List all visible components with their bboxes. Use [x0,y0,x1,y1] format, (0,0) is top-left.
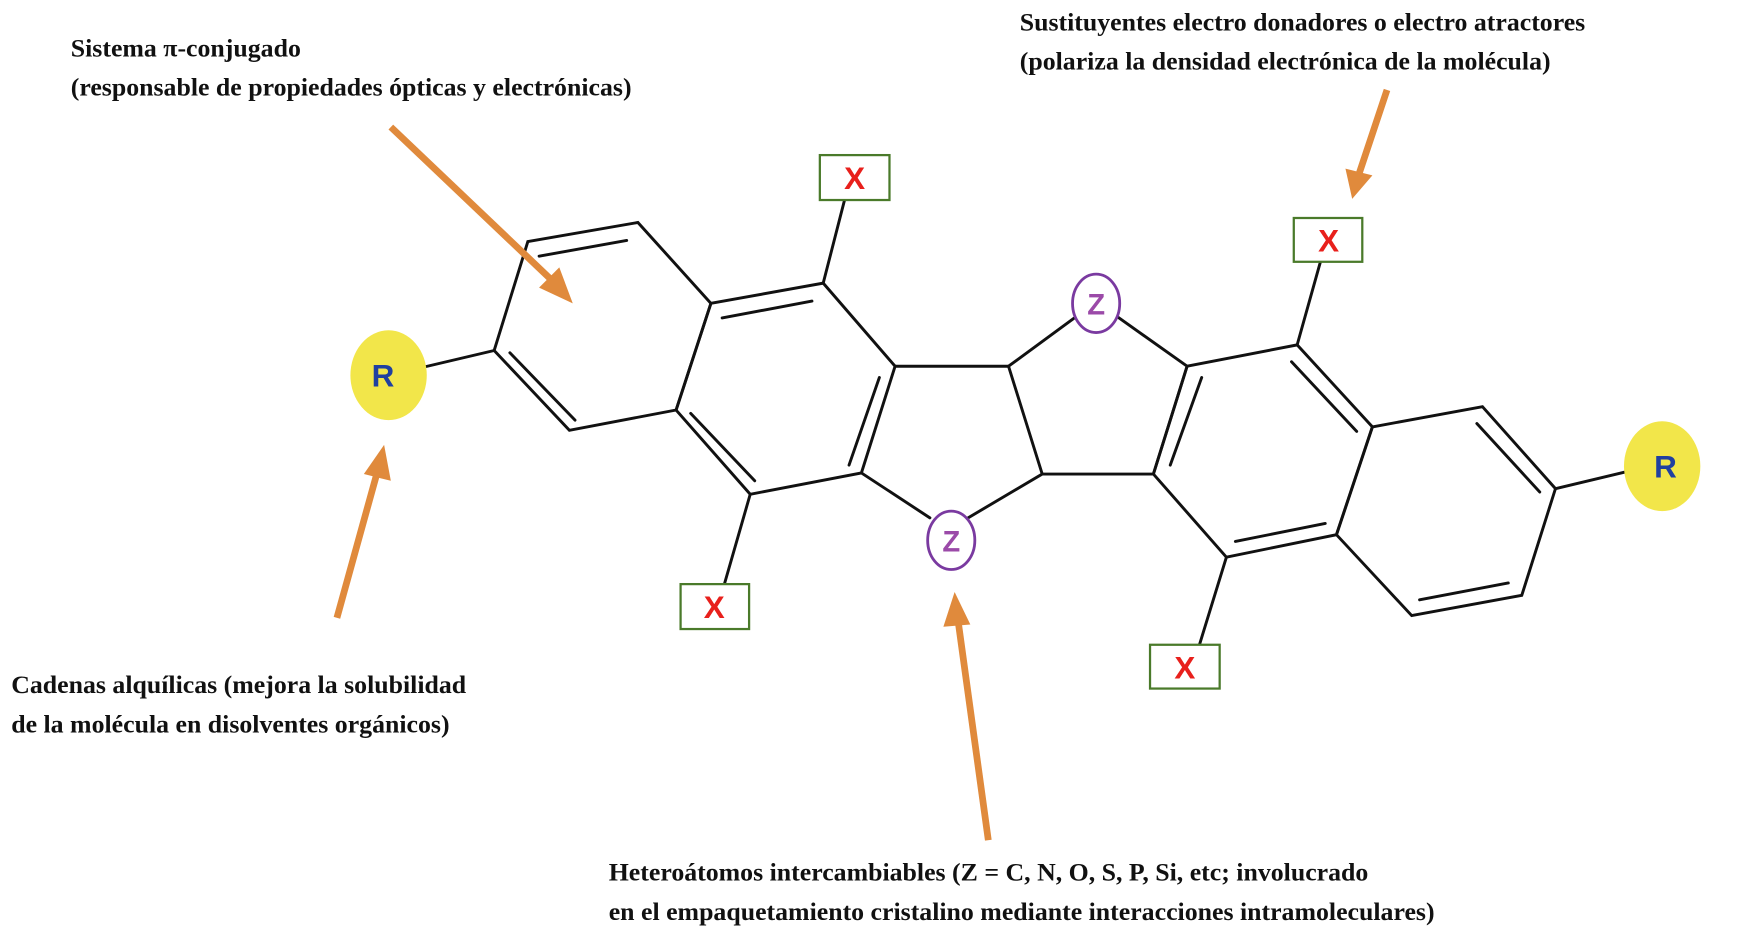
molecule-bonds [416,198,1633,647]
r-label: R [1654,449,1677,484]
ring-five-lower [893,364,1044,520]
arrow-substituents [1345,88,1391,199]
bond [1197,555,1228,647]
double-bond [1418,581,1510,602]
annotation-line: Heteroátomos intercambiables (Z = C, N, … [609,858,1369,887]
bond [859,471,932,520]
z-label: Z [942,527,960,559]
heteroatom-z-top: Z [1071,272,1122,334]
x-label: X [1318,224,1339,259]
bond [821,198,847,285]
arrow-pi-system [388,124,573,304]
annotation-line: Cadenas alquílicas (mejora la solubilida… [11,670,467,699]
bond [416,349,496,370]
substituent-x-bottom-right: X [1148,643,1221,690]
double-bond [847,376,881,467]
annotation-line: (responsable de propiedades ópticas y el… [71,73,632,102]
annotation-line: de la molécula en disolventes orgánicos) [11,709,449,738]
double-bond [508,351,577,422]
annotation-line: en el empaquetamiento cristalino mediant… [609,897,1435,926]
ring-five-upper [1040,315,1189,476]
double-bond [1475,422,1542,494]
alkyl-r-left: R [350,330,427,421]
bond [1007,315,1078,368]
annotation-line: Sustituyentes electro donadores o electr… [1020,7,1585,36]
x-label: X [1174,650,1195,685]
double-bond [1168,376,1204,467]
arrow-heteroatoms [943,591,992,841]
annotation-line: Sistema π-conjugado [71,33,301,62]
double-bond [1233,522,1327,543]
z-label: Z [1087,290,1105,322]
ring-right-outer [1334,405,1558,618]
double-bond [689,411,757,483]
annotation-heteroatoms: Heteroátomos intercambiables (Z = C, N, … [609,858,1435,926]
double-bond [1290,360,1359,433]
x-label: X [704,590,725,625]
x-label: X [844,161,865,196]
ring-left-inner [674,281,897,496]
annotation-substituents: Sustituyentes electro donadores o electr… [1020,7,1585,75]
bond [1295,259,1323,347]
double-bond [537,238,629,258]
annotation-alkyl-chains: Cadenas alquílicas (mejora la solubilida… [11,670,467,738]
annotation-pi-system: Sistema π-conjugado (responsable de prop… [71,33,632,101]
substituent-x-top-right: X [1292,216,1364,263]
double-bond [720,299,814,320]
r-label: R [372,358,395,393]
substituent-x-bottom-left: X [679,582,751,631]
substituent-x-top-left: X [818,153,891,202]
arrow-alkyl-chains [333,444,391,619]
bond [1554,469,1633,491]
heteroatom-z-bottom: Z [926,509,977,571]
alkyl-r-right: R [1623,421,1701,512]
bond [722,492,752,586]
annotation-line: (polariza la densidad electrónica de la … [1020,47,1551,76]
